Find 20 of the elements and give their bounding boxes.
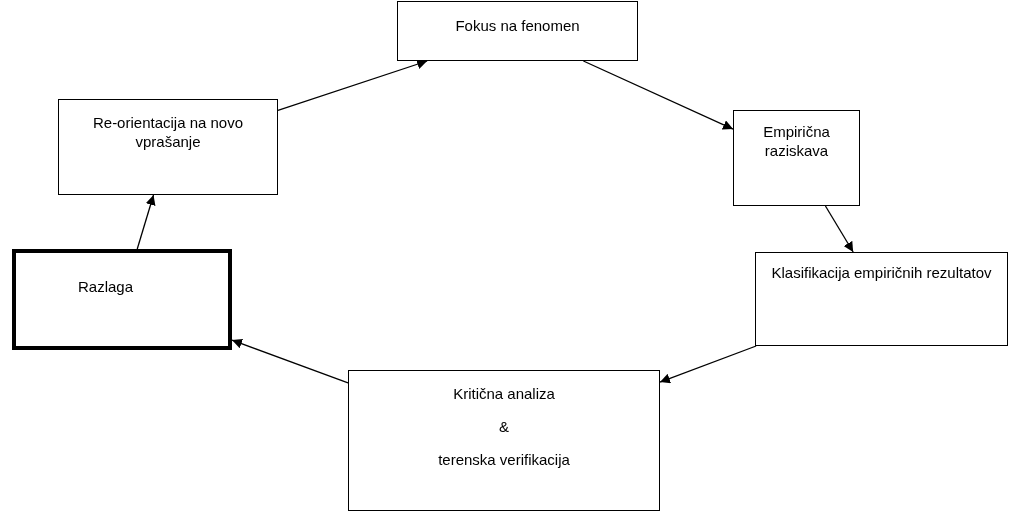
box-label: Razlaga [78,277,134,296]
box-label: Empirična raziskava [762,122,831,160]
arrow [136,194,156,250]
thick-process-box [12,249,232,350]
process-box [348,370,660,511]
box-label: Re-orientacija na novo vprašanje [91,113,245,151]
box-label: Kritična analiza [453,384,555,403]
box-label: terenska verifikacija [438,450,570,469]
process-box [733,110,860,206]
arrow [277,59,428,112]
arrow [231,338,349,384]
arrow [582,60,734,130]
box-label: Klasifikacija empiričnih rezultatov [771,263,992,282]
process-box [58,99,278,195]
process-box [755,252,1008,346]
box-label: & [499,417,509,436]
arrow [659,345,757,384]
process-box [397,1,638,61]
box-label: Fokus na fenomen [455,16,580,35]
arrow [824,205,854,253]
